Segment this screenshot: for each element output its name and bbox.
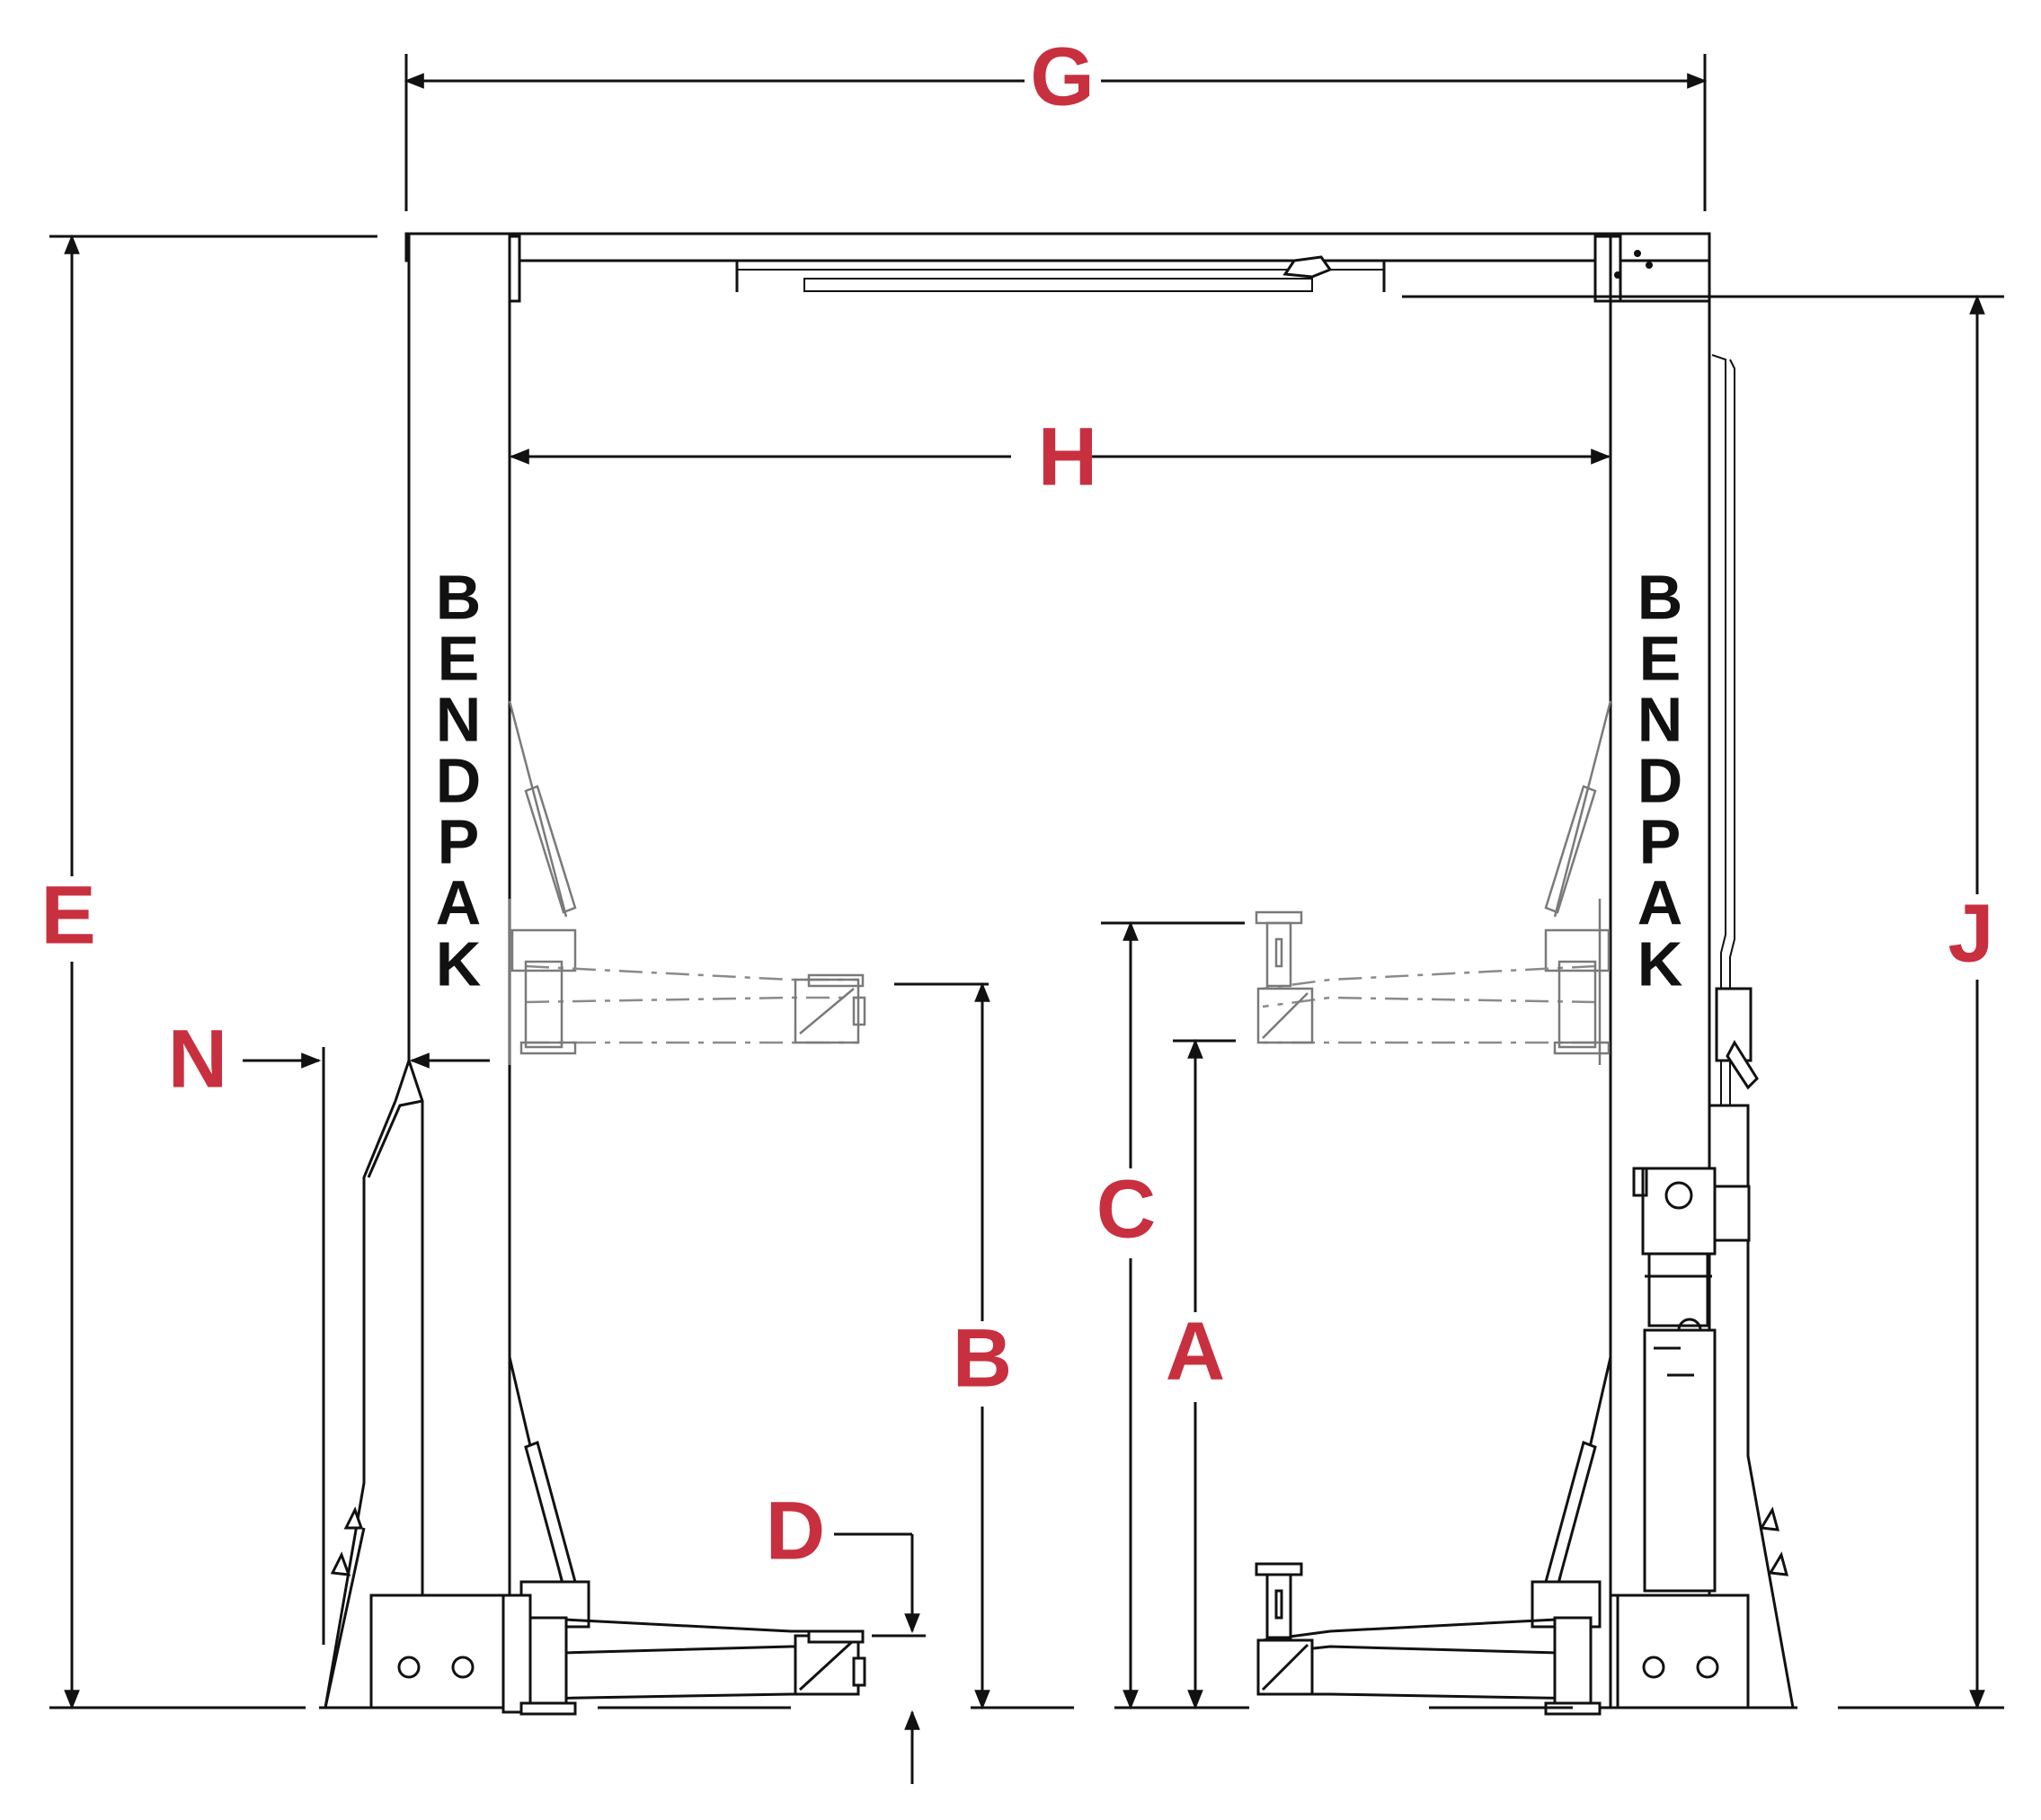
label-a: A (1166, 1305, 1225, 1397)
dimension-j: J (1402, 294, 2004, 1710)
label-b: B (953, 1312, 1012, 1404)
brand-letter: K (1637, 928, 1683, 999)
brand-letter: E (1639, 623, 1682, 693)
right-brand-logo: B E N D P A K (1637, 562, 1683, 999)
dimension-b: B (894, 981, 1074, 1710)
brand-letter: B (1637, 562, 1683, 632)
label-h: H (1038, 411, 1097, 502)
brand-letter: D (436, 745, 482, 815)
left-raised-arm (508, 700, 866, 1065)
dimension-c: C (1096, 920, 1249, 1710)
label-g: G (1030, 31, 1095, 122)
right-lowered-arm (1255, 1356, 1612, 1716)
brand-letter: A (436, 867, 482, 937)
label-c: C (1096, 1163, 1156, 1255)
right-raised-arm (1255, 700, 1612, 1065)
brand-letter: N (1637, 684, 1683, 754)
brand-letter: A (1637, 867, 1683, 937)
overhead-beam (404, 232, 1711, 303)
brand-letter: E (438, 623, 480, 693)
dimension-h: H (509, 411, 1611, 502)
label-n: N (168, 1013, 227, 1105)
dimension-n: N (168, 1013, 490, 1645)
left-brand-logo: B E N D P A K (436, 562, 482, 999)
left-lowered-arm (501, 1356, 866, 1716)
brand-letter: K (436, 928, 482, 999)
brand-letter: B (436, 562, 482, 632)
dimension-d: D (766, 1485, 926, 1784)
left-column (319, 232, 539, 1709)
brand-letter: P (1639, 806, 1682, 876)
brand-letter: N (436, 684, 482, 754)
dimension-e: E (40, 234, 377, 1710)
brand-letter: P (438, 806, 480, 876)
dimension-a: A (1166, 1038, 1236, 1710)
label-j: J (1948, 887, 1993, 979)
label-d: D (766, 1485, 825, 1576)
dimension-g: G (404, 31, 1708, 211)
right-column (1573, 234, 1797, 1709)
label-e: E (40, 869, 95, 961)
brand-letter: D (1637, 745, 1683, 815)
